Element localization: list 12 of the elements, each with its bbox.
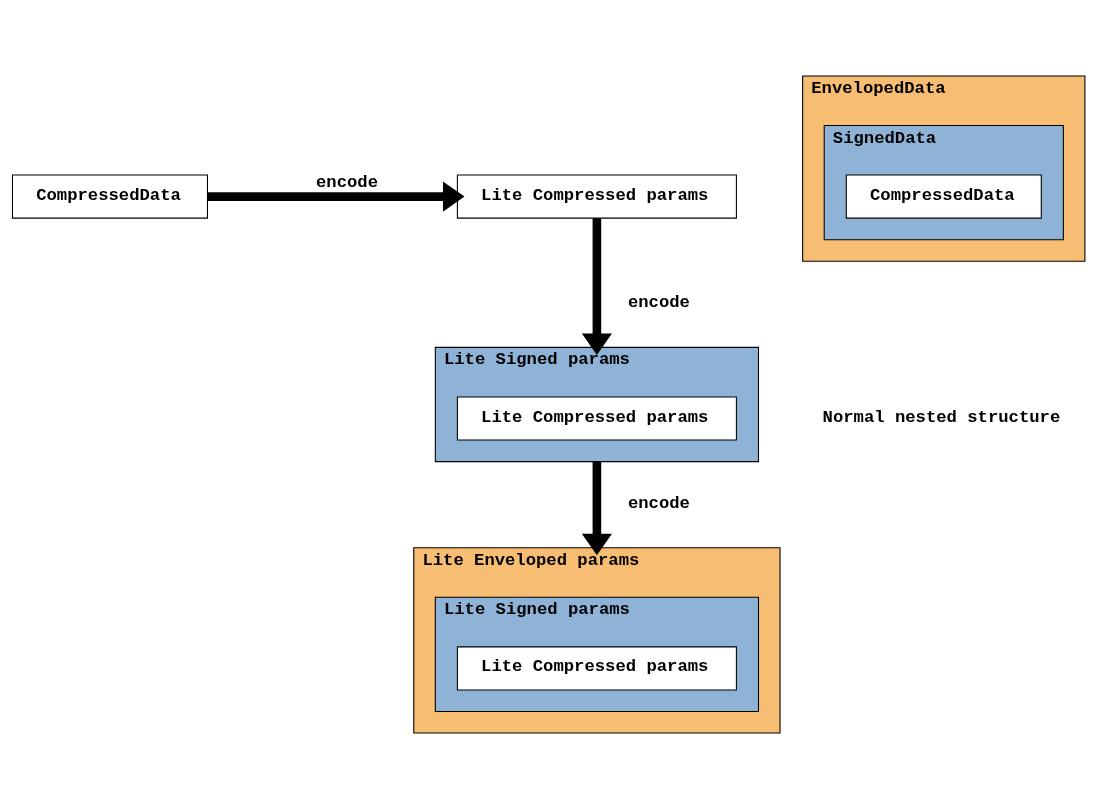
- arrow: [581, 461, 612, 556]
- edge-label: encode: [627, 293, 690, 313]
- node-box: Lite Compressed params: [456, 174, 737, 219]
- node-box: Lite Compressed params: [456, 396, 737, 441]
- node-box: Lite Compressed params: [456, 646, 737, 691]
- arrow: [581, 218, 612, 355]
- edge-label: encode: [627, 493, 690, 513]
- node-box: CompressedData: [845, 174, 1042, 219]
- edge-label: encode: [316, 172, 379, 192]
- arrow: [207, 181, 465, 212]
- node-box: CompressedData: [11, 174, 208, 219]
- label: Normal nested structure: [822, 407, 1061, 427]
